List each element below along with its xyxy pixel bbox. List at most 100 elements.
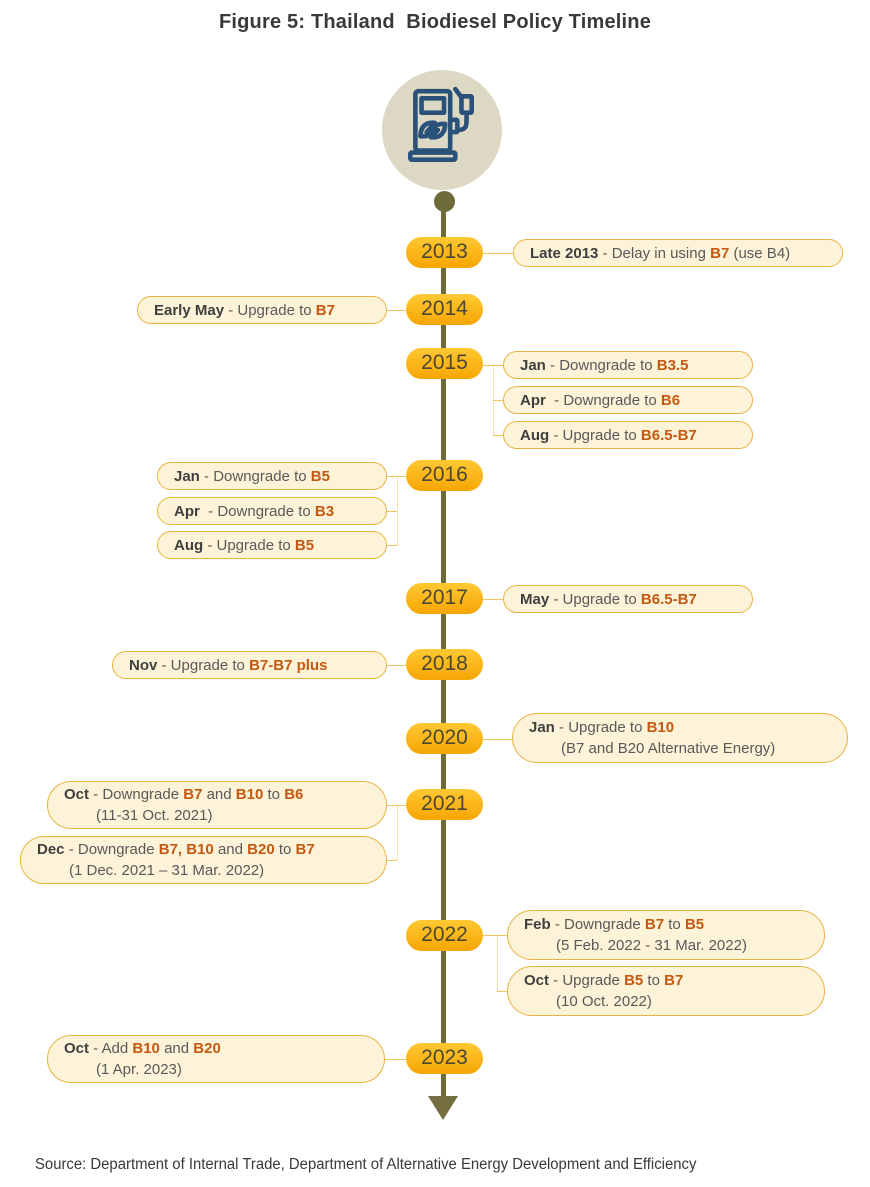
event-month: Nov — [129, 656, 158, 674]
event-date-range: (10 Oct. 2022) — [556, 993, 652, 1010]
event-text: Apr - Downgrade to B3 — [158, 501, 386, 522]
event-month: Jan — [529, 719, 555, 736]
fuel-grade: B7 — [644, 916, 665, 933]
event-detail: - Upgrade to — [203, 536, 295, 554]
event-detail: to — [274, 841, 296, 858]
connector-line — [483, 598, 503, 600]
timeline-header-badge — [382, 70, 502, 190]
year-pill-2017: 2017 — [406, 583, 483, 614]
source-caption: Source: Department of Internal Trade, De… — [35, 1156, 697, 1173]
fuel-grade: B7 — [295, 841, 315, 858]
fuel-grade: B7-B7 plus — [249, 656, 328, 674]
fuel-grade: B10 — [132, 1040, 160, 1057]
event-text: Nov - Upgrade to B7-B7 plus — [113, 655, 386, 676]
fuel-pump-with-leaves-icon — [405, 85, 479, 176]
event-text: Jan - Downgrade to B3.5 — [504, 355, 752, 376]
connector-stub — [387, 860, 397, 861]
event-month: Aug — [520, 426, 550, 444]
event-detail: - Downgrade to — [545, 356, 657, 374]
event-date-range: (B7 and B20 Alternative Energy) — [561, 740, 776, 757]
fuel-grade: B20 — [193, 1040, 221, 1057]
event-month: Jan — [174, 467, 200, 485]
fuel-grade: B7 — [710, 244, 730, 262]
event-detail: - Upgrade to — [157, 656, 250, 674]
connector-stub — [387, 805, 397, 806]
timeline-start-dot — [434, 191, 455, 212]
connector-dotted-line — [497, 935, 498, 991]
event-month: Late 2013 — [530, 244, 599, 262]
event-detail: - Downgrade to — [199, 502, 315, 520]
timeline-axis — [441, 197, 446, 1098]
year-pill-2015: 2015 — [406, 348, 483, 379]
event-detail: - Downgrade — [550, 916, 645, 933]
event-month: Oct — [64, 786, 90, 803]
fuel-grade: B6.5-B7 — [640, 426, 697, 444]
event-box: Oct - Upgrade B5 to B7(10 Oct. 2022) — [507, 966, 825, 1016]
event-box: Aug - Upgrade to B6.5-B7 — [503, 421, 753, 449]
event-date-range: (5 Feb. 2022 - 31 Mar. 2022) — [556, 937, 747, 954]
year-pill-2023: 2023 — [406, 1043, 483, 1074]
connector-line — [397, 805, 406, 806]
year-pill-2018: 2018 — [406, 649, 483, 680]
timeline-arrowhead-icon — [428, 1096, 458, 1120]
event-box: Jan - Downgrade to B3.5 — [503, 351, 753, 379]
connector-stub — [387, 545, 397, 546]
year-pill-2021: 2021 — [406, 789, 483, 820]
event-text: Oct - Downgrade B7 and B10 to B6 — [48, 784, 386, 805]
event-date-range: (1 Dec. 2021 – 31 Mar. 2022) — [69, 862, 265, 879]
connector-stub — [493, 365, 503, 366]
event-box: Aug - Upgrade to B5 — [157, 531, 387, 559]
event-text: Early May - Upgrade to B7 — [138, 300, 386, 321]
connector-stub — [387, 511, 397, 512]
connector-line — [387, 309, 406, 311]
event-box: Early May - Upgrade to B7 — [137, 296, 387, 324]
event-box: Feb - Downgrade B7 to B5 (5 Feb. 2022 - 3… — [507, 910, 825, 960]
event-detail: - Upgrade to — [554, 719, 647, 736]
event-box: Jan - Downgrade to B5 — [157, 462, 387, 490]
connector-dotted-line — [397, 476, 398, 545]
fuel-grade: B5 — [294, 536, 315, 554]
event-detail: (use B4) — [729, 244, 791, 262]
fuel-grade: B5 — [624, 972, 644, 989]
event-text: May - Upgrade to B6.5-B7 — [504, 589, 752, 610]
event-detail: - Delay in using — [598, 244, 711, 262]
connector-line — [385, 1058, 406, 1060]
fuel-grade: B7 — [315, 301, 335, 319]
event-text: Feb - Downgrade B7 to B5 — [508, 914, 824, 935]
event-text: Jan - Downgrade to B5 — [158, 466, 386, 487]
event-month: Early May — [154, 301, 225, 319]
event-text: Apr - Downgrade to B6 — [504, 390, 752, 411]
fuel-grade: B7 — [664, 972, 684, 989]
connector-stub — [497, 935, 507, 936]
fuel-grade: B7 — [183, 786, 203, 803]
fuel-grade: B6 — [284, 786, 304, 803]
connector-line — [483, 935, 497, 936]
event-detail: to — [643, 972, 665, 989]
event-date-range: (11-31 Oct. 2021) — [96, 807, 213, 824]
fuel-grade: B20 — [247, 841, 275, 858]
event-text: Aug - Upgrade to B5 — [158, 535, 386, 556]
event-box: Apr - Downgrade to B6 — [503, 386, 753, 414]
event-detail: and — [213, 841, 248, 858]
fuel-grade: B10 — [235, 786, 264, 803]
event-box: Late 2013 - Delay in using B7 (use B4) — [513, 239, 843, 267]
event-detail: - Downgrade to — [545, 391, 661, 409]
event-date-range: (1 Apr. 2023) — [96, 1061, 182, 1078]
event-box: Dec - Downgrade B7, B10 and B20 to B7(1 … — [20, 836, 387, 884]
connector-stub — [493, 400, 503, 401]
connector-line — [483, 738, 512, 740]
year-pill-2014: 2014 — [406, 294, 483, 325]
event-month: Aug — [174, 536, 204, 554]
fuel-grade: B10 — [646, 719, 675, 736]
event-box: Apr - Downgrade to B3 — [157, 497, 387, 525]
connector-stub — [493, 435, 503, 436]
event-text: Jan - Upgrade to B10 — [513, 717, 847, 738]
event-month: Jan — [520, 356, 546, 374]
event-text: Oct - Add B10 and B20 — [48, 1038, 384, 1059]
event-month: Dec — [37, 841, 65, 858]
event-detail: to — [664, 916, 685, 933]
event-month: Oct — [524, 972, 550, 989]
figure-title: Figure 5: Thailand Biodiesel Policy Time… — [218, 11, 652, 33]
event-month: Apr — [174, 502, 200, 520]
